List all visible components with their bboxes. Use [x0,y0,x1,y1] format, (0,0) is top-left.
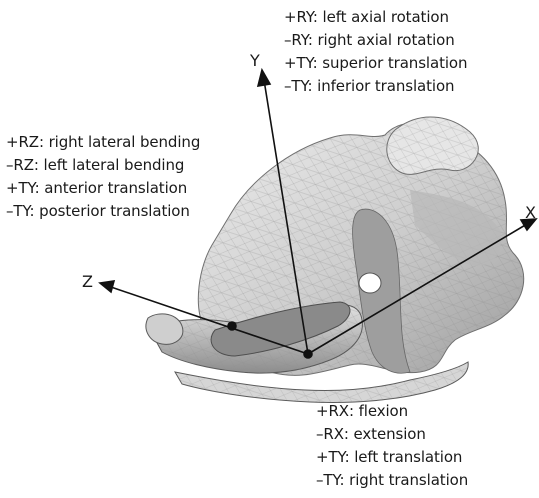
z-motion-line: –RZ: left lateral bending [6,154,200,177]
z-motion-line: +RZ: right lateral bending [6,131,200,154]
x-motion-legend: +RX: flexion –RX: extension +TY: left tr… [316,400,468,492]
origin-point [304,350,312,358]
y-motion-legend: +RY: left axial rotation –RY: right axia… [284,6,467,98]
z-motion-line: –TY: posterior translation [6,200,200,223]
y-motion-line: –TY: inferior translation [284,75,467,98]
x-motion-line: +RX: flexion [316,400,468,423]
y-motion-line: +RY: left axial rotation [284,6,467,29]
y-motion-line: +TY: superior translation [284,52,467,75]
z-axis-arrowhead [100,281,114,292]
y-axis-arrowhead [258,70,270,86]
z-motion-line: +TY: anterior translation [6,177,200,200]
y-axis-label: Y [250,52,260,70]
x-motion-line: –RX: extension [316,423,468,446]
x-motion-line: –TY: right translation [316,469,468,492]
y-motion-line: –RY: right axial rotation [284,29,467,52]
x-motion-line: +TY: left translation [316,446,468,469]
z-axis-label: Z [82,273,93,291]
x-axis-label: X [525,204,536,222]
z-axis-point [228,322,236,330]
z-motion-legend: +RZ: right lateral bending –RZ: left lat… [6,131,200,223]
